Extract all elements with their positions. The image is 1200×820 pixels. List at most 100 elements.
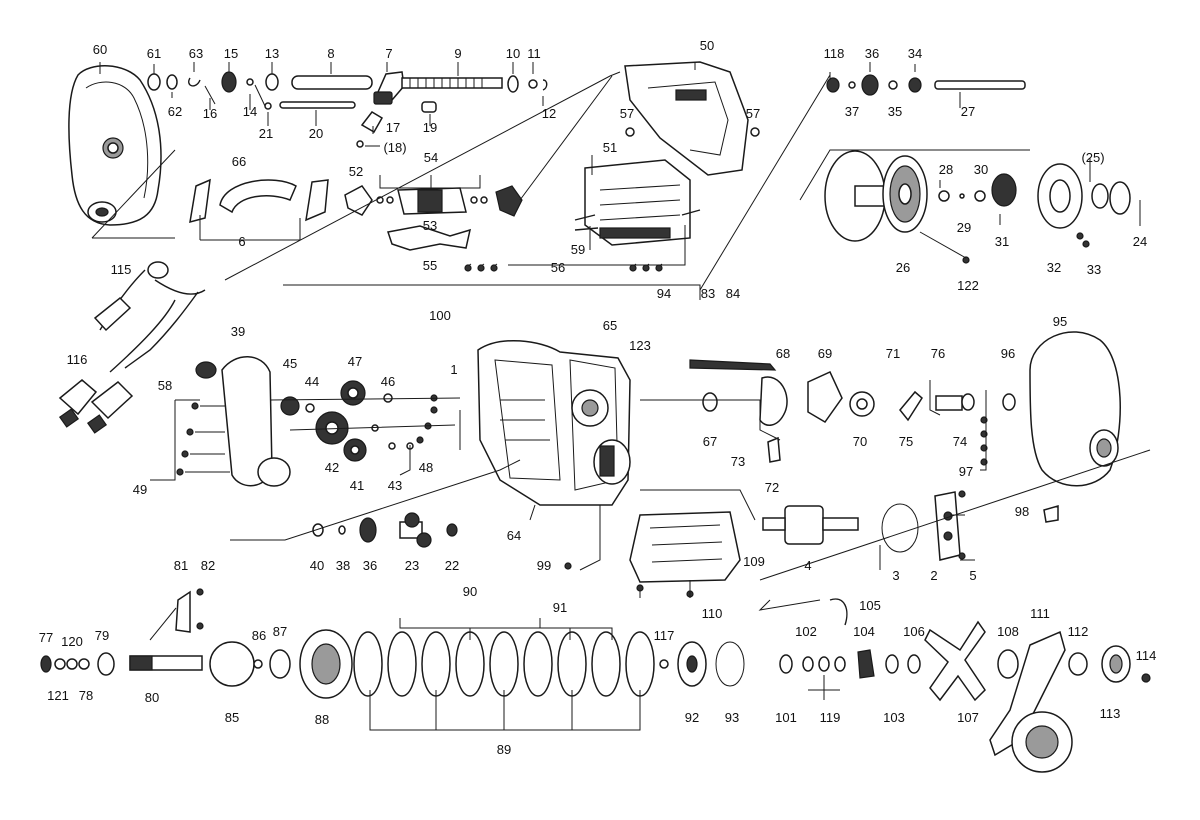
part-thumb-bar [189,178,329,224]
callout-2: 2 [930,568,937,583]
part-row-top-shaft [147,71,548,148]
callout-73: 73 [731,454,745,469]
callout-28: 28 [939,162,953,177]
callout-104: 104 [853,624,875,639]
callout-113: 113 [1100,706,1121,721]
callout-51: 51 [603,140,617,155]
part-control-unit [464,159,701,272]
callout-67: 67 [703,434,717,449]
callout-123: 123 [629,338,651,353]
callout-74: 74 [953,434,967,449]
callout-102: 102 [795,624,817,639]
callout-61: 61 [147,46,161,61]
callout-33: 33 [1087,262,1101,277]
callout-117: 117 [654,628,675,643]
callout-101: 101 [775,710,797,725]
callout-15: 15 [224,46,238,61]
callout-75: 75 [899,434,913,449]
callout-49: 49 [133,482,147,497]
callout-4: 4 [804,558,811,573]
callout-31: 31 [995,234,1009,249]
callout-6: 6 [238,234,245,249]
callout-38: 38 [336,558,350,573]
callout-14: 14 [243,104,257,119]
callout-106: 106 [903,624,925,639]
callout-36-top: 36 [865,46,879,61]
callout-23: 23 [405,558,419,573]
parts-layer [40,61,1151,773]
callout-56: 56 [551,260,565,275]
callout-25: (25) [1081,150,1104,165]
callout-77: 77 [39,630,53,645]
part-drive-shaft-assembly [40,588,1151,773]
callout-24: 24 [1133,234,1147,249]
callout-18: (18) [383,140,406,155]
callout-17: 17 [386,120,400,135]
callout-labels: 60 61 62 63 15 13 8 7 9 10 11 12 16 14 2… [39,38,1157,757]
callout-12: 12 [542,106,556,121]
callout-32: 32 [1047,260,1061,275]
callout-92: 92 [685,710,699,725]
callout-118: 118 [824,46,845,61]
callout-19: 19 [423,120,437,135]
part-gear-group-left [176,356,461,487]
callout-27: 27 [961,104,975,119]
callout-65: 65 [603,318,617,333]
callout-95: 95 [1053,314,1067,329]
callout-94: 94 [657,286,671,301]
callout-47: 47 [348,354,362,369]
callout-121: 121 [47,688,69,703]
callout-66: 66 [232,154,246,169]
callout-36-lower: 36 [363,558,377,573]
callout-63: 63 [189,46,203,61]
callout-80: 80 [145,690,159,705]
callout-85: 85 [225,710,239,725]
callout-64: 64 [507,528,521,543]
callout-86: 86 [252,628,266,643]
callout-55: 55 [423,258,437,273]
callout-91: 91 [553,600,567,615]
callout-7: 7 [385,46,392,61]
callout-9: 9 [454,46,461,61]
callout-58: 58 [158,378,172,393]
part-right-drag-group [689,331,1121,523]
callout-54: 54 [424,150,438,165]
callout-82: 82 [201,558,215,573]
callout-109: 109 [743,554,765,569]
callout-99: 99 [537,558,551,573]
part-power-cable [58,261,206,434]
part-main-frame [477,340,631,506]
part-top-cover [624,61,760,176]
callout-110: 110 [702,606,723,621]
callout-108: 108 [997,624,1019,639]
callout-5: 5 [969,568,976,583]
callout-107: 107 [957,710,979,725]
callout-41: 41 [350,478,364,493]
callout-122: 122 [957,278,979,293]
callout-100: 100 [429,308,451,323]
callout-111: 111 [1030,606,1050,621]
callout-78: 78 [79,688,93,703]
callout-45: 45 [283,356,297,371]
callout-62: 62 [168,104,182,119]
part-gear-group-lower [312,512,458,548]
callout-103: 103 [883,710,905,725]
callout-84: 84 [726,286,740,301]
callout-57-left: 57 [620,106,634,121]
callout-76: 76 [931,346,945,361]
callout-70: 70 [853,434,867,449]
callout-119: 119 [820,710,841,725]
part-bottom-cover [564,511,741,598]
callout-46: 46 [381,374,395,389]
callout-120: 120 [61,634,83,649]
callout-53: 53 [423,218,437,233]
callout-114: 114 [1136,648,1157,663]
callout-22: 22 [445,558,459,573]
leader-lines [91,62,1151,731]
callout-69: 69 [818,346,832,361]
callout-20: 20 [309,126,323,141]
callout-21: 21 [259,126,273,141]
callout-39: 39 [231,324,245,339]
callout-88: 88 [315,712,329,727]
